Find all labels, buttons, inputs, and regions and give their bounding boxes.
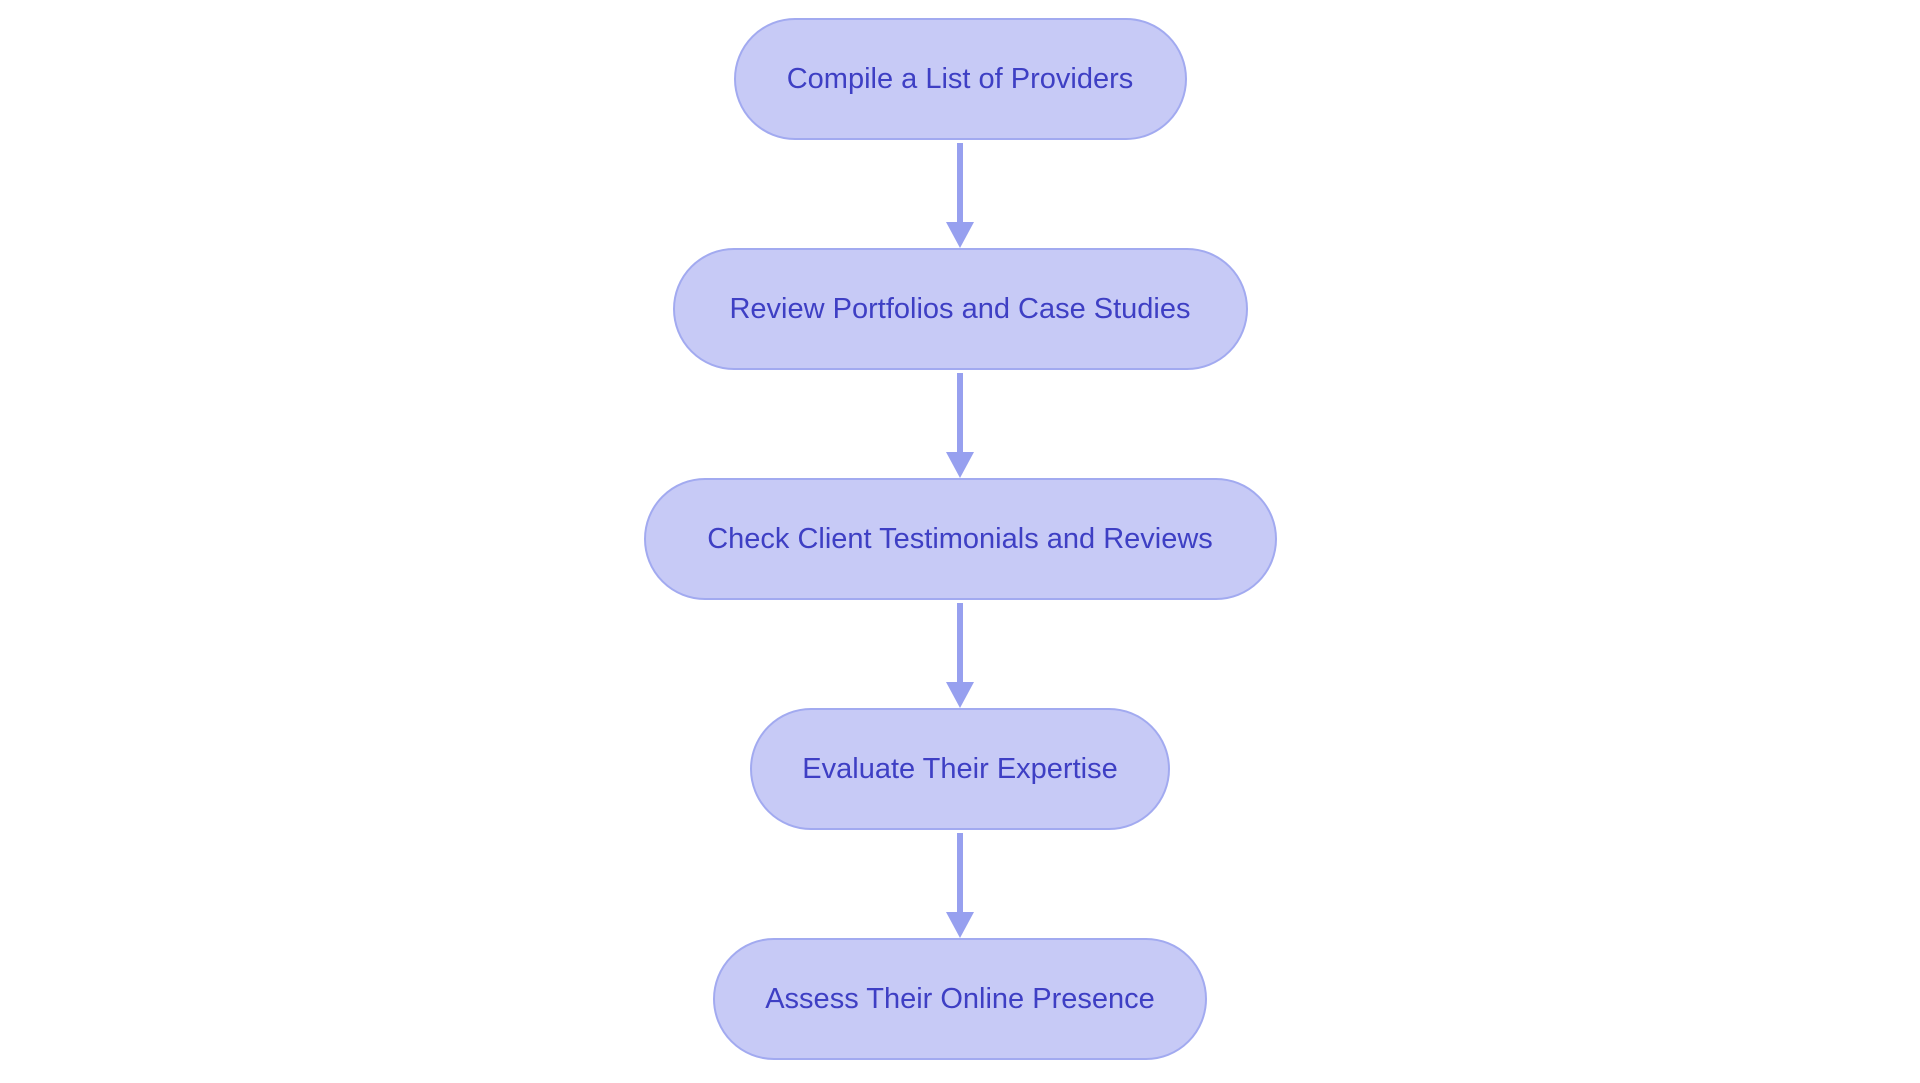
flow-node-label: Compile a List of Providers xyxy=(786,62,1134,95)
flow-arrow-4 xyxy=(946,830,974,938)
flow-node-review-portfolios: Review Portfolios and Case Studies xyxy=(672,248,1248,370)
arrow-line xyxy=(957,143,963,222)
arrow-line xyxy=(957,373,963,452)
arrow-down-icon xyxy=(946,452,974,478)
flow-node-evaluate-expertise: Evaluate Their Expertise xyxy=(750,708,1170,830)
flow-node-assess-online-presence: Assess Their Online Presence xyxy=(713,938,1207,1060)
flow-node-label: Check Client Testimonials and Reviews xyxy=(707,522,1213,555)
arrow-down-icon xyxy=(946,682,974,708)
flow-node-label: Assess Their Online Presence xyxy=(765,982,1155,1015)
arrow-line xyxy=(957,603,963,682)
flow-node-label: Evaluate Their Expertise xyxy=(802,752,1118,785)
flow-arrow-2 xyxy=(946,370,974,478)
arrow-down-icon xyxy=(946,912,974,938)
flow-node-check-testimonials: Check Client Testimonials and Reviews xyxy=(643,478,1277,600)
flow-arrow-1 xyxy=(946,140,974,248)
arrow-down-icon xyxy=(946,222,974,248)
flow-node-label: Review Portfolios and Case Studies xyxy=(729,292,1191,325)
arrow-line xyxy=(957,833,963,912)
flow-arrow-3 xyxy=(946,600,974,708)
flow-node-compile-list: Compile a List of Providers xyxy=(733,18,1187,140)
